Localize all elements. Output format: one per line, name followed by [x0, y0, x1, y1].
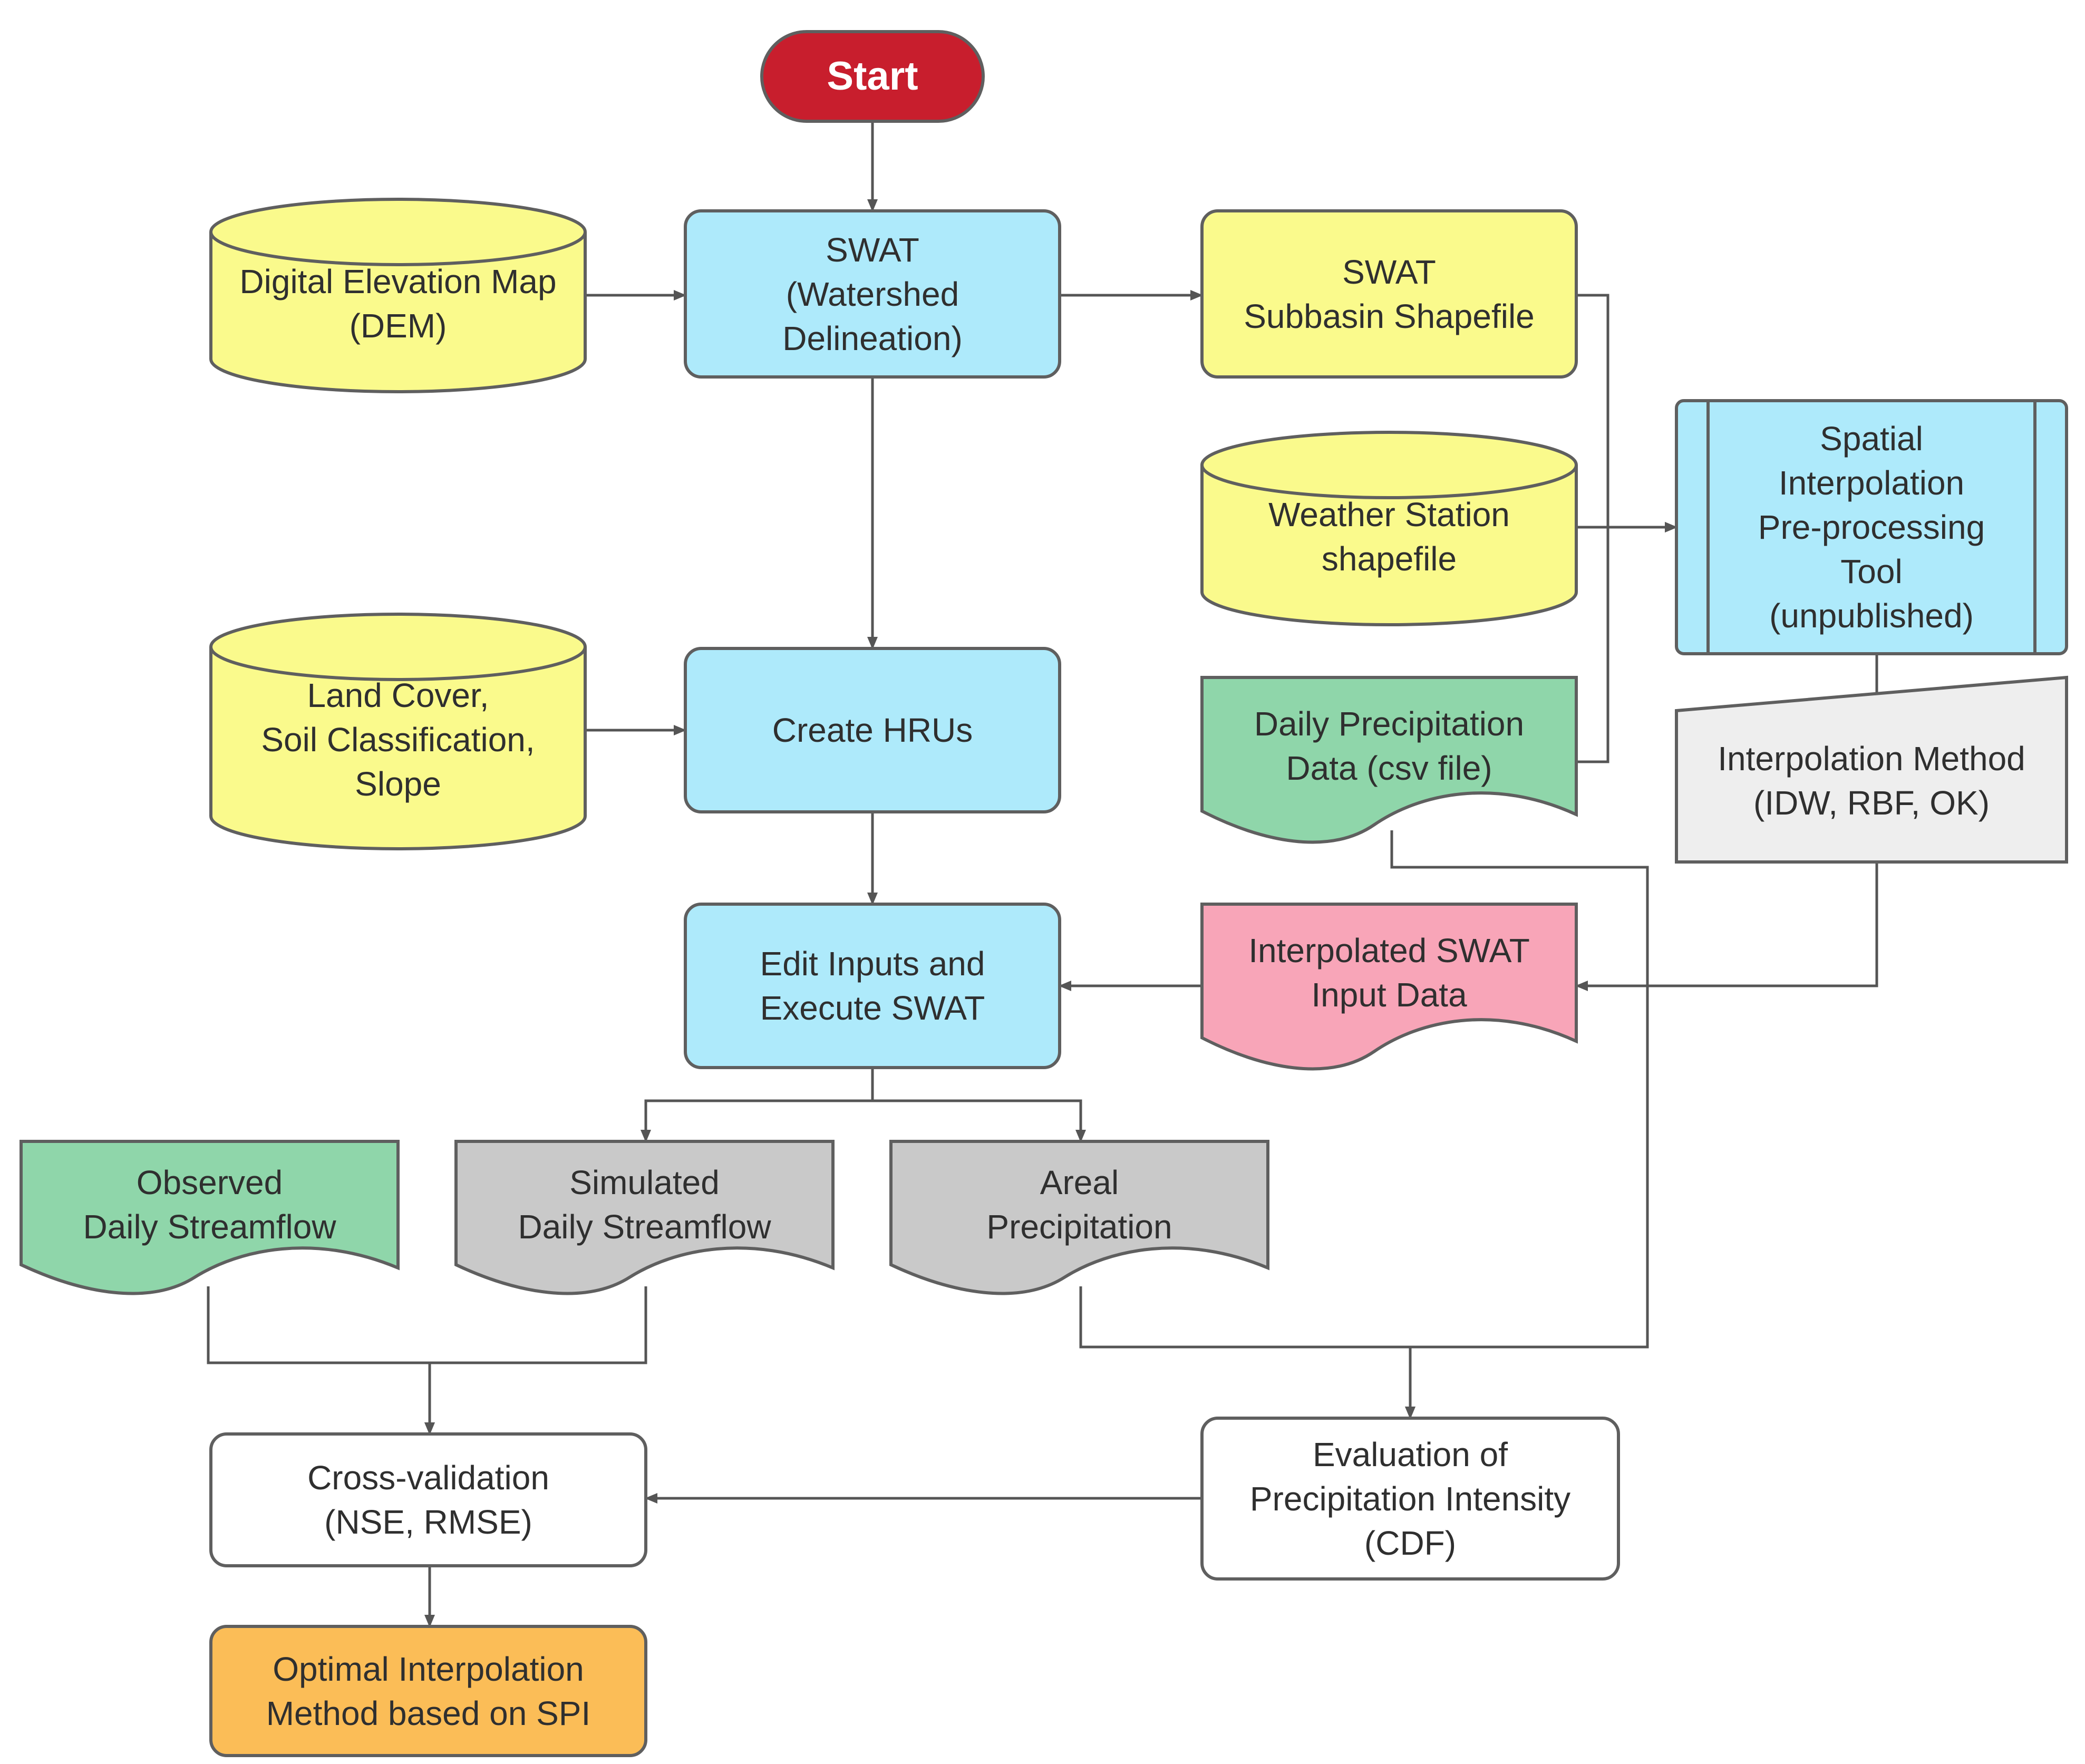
- edge-simulated-streamflow-to-cross-validation: [424, 1286, 647, 1435]
- daily-precip-shape: [1200, 676, 1578, 844]
- spatial-tool-shape: [1675, 399, 2068, 655]
- start-shape: [760, 30, 985, 123]
- simulated-streamflow-shape: [454, 1140, 835, 1295]
- edge-subbasin-shapefile-to-spatial-tool: [1576, 294, 1677, 532]
- land-cover-shape: [209, 613, 587, 850]
- weather-station-shape: [1200, 431, 1578, 626]
- observed-streamflow-shape: [20, 1140, 400, 1295]
- areal-precip-shape: [889, 1140, 1269, 1295]
- create-hrus-shape: [684, 647, 1061, 813]
- dem-shape: [209, 198, 587, 393]
- interpolated-input-shape: [1200, 903, 1578, 1071]
- swat-watershed-shape: [684, 209, 1061, 379]
- evaluation-cdf-shape: [1200, 1417, 1620, 1581]
- edge-daily-precip-to-spatial-tool: [1576, 522, 1677, 763]
- edge-interp-method-to-interpolated-input: [1575, 862, 1878, 991]
- nodes-layer: [20, 30, 2068, 1757]
- subbasin-shapefile-shape: [1200, 209, 1578, 379]
- cross-validation-shape: [209, 1432, 647, 1567]
- interp-method-shape: [1675, 675, 2068, 864]
- edge-areal-precip-to-evaluation-cdf: [1079, 1286, 1415, 1419]
- edge-edit-inputs-to-areal-precip: [871, 1068, 1086, 1142]
- optimal-method-shape: [209, 1625, 647, 1757]
- edit-inputs-shape: [684, 903, 1061, 1069]
- edges-layer: [207, 121, 1882, 1627]
- edge-edit-inputs-to-simulated-streamflow: [641, 1068, 874, 1142]
- edge-observed-streamflow-to-cross-validation: [207, 1286, 435, 1435]
- edge-daily-precip-to-evaluation-cdf: [1390, 830, 1649, 1419]
